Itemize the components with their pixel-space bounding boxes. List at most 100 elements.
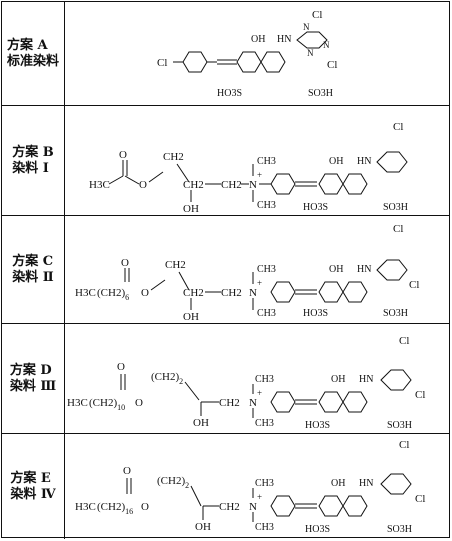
- scheme-name: 方案 C: [12, 253, 54, 269]
- atom-o: O: [117, 361, 125, 373]
- molecule-b-drawing: H3C O O CH2 CH2 OH CH2 N + CH3: [89, 121, 408, 215]
- atom-n: N: [249, 397, 257, 409]
- atom-o: O: [139, 179, 147, 191]
- dye-name: 染料 Ⅳ: [10, 486, 56, 502]
- scheme-row-c: 方案 C 染料 Ⅱ H3C (CH2)6 O O CH2 CH2 OH: [2, 216, 449, 324]
- structure-e: H3C (CH2)16 O O (CH2)2 OH CH2 N + CH3: [65, 434, 449, 539]
- atom-ho3s: HO3S: [217, 88, 242, 99]
- atom-ch2: CH2: [219, 501, 240, 513]
- atom-hn: HN: [357, 264, 371, 275]
- atom-ch2: CH2: [163, 151, 184, 163]
- scheme-row-e: 方案 E 染料 Ⅳ H3C (CH2)16 O O (CH2)2 OH: [2, 434, 449, 539]
- dye-name: 染料 Ⅱ: [12, 269, 54, 285]
- atom-ch3: CH3: [257, 264, 276, 275]
- spacer-chain: (CH2)2: [157, 475, 189, 490]
- atom-cl-top: Cl: [399, 335, 409, 347]
- scheme-name: 方案 A: [6, 37, 48, 53]
- atom-h3c: H3C: [75, 287, 96, 299]
- atom-plus: +: [257, 388, 262, 398]
- atom-h3c: H3C: [67, 397, 88, 409]
- atom-cl-top: Cl: [393, 223, 403, 235]
- atom-oh: OH: [329, 156, 343, 167]
- scheme-name: 方案 B: [12, 144, 54, 160]
- atom-o: O: [121, 257, 129, 269]
- atom-so3h: SO3H: [387, 524, 412, 535]
- atom-n: N: [303, 22, 310, 32]
- atom-cl-left: Cl: [157, 57, 167, 69]
- atom-h3c: H3C: [75, 501, 96, 513]
- atom-ch3: CH3: [255, 522, 274, 533]
- scheme-label: 方案 B 染料 Ⅰ: [12, 145, 54, 177]
- scheme-label: 方案 A 标准染料: [7, 38, 59, 70]
- atom-cl-right: Cl: [415, 389, 425, 401]
- atom-plus: +: [257, 278, 262, 288]
- scheme-row-a: 方案 A 标准染料 Cl OH HN Cl Cl N N N: [2, 2, 449, 106]
- molecule-a-drawing: Cl OH HN Cl Cl N N N HO3S SO3H: [157, 9, 337, 99]
- atom-hn: HN: [357, 156, 371, 167]
- atom-n: N: [249, 287, 257, 299]
- scheme-label-cell: 方案 A 标准染料: [2, 2, 65, 105]
- atom-o: O: [135, 397, 143, 409]
- alkyl-chain: (CH2)6: [97, 287, 129, 302]
- atom-plus: +: [257, 492, 262, 502]
- atom-ch2: CH2: [183, 287, 204, 299]
- scheme-label: 方案 C 染料 Ⅱ: [12, 254, 53, 286]
- atom-ch3: CH3: [255, 418, 274, 429]
- atom-n: N: [323, 40, 330, 50]
- scheme-name: 方案 E: [10, 470, 51, 486]
- atom-oh: OH: [183, 311, 199, 323]
- scheme-label: 方案 D 染料 Ⅲ: [10, 363, 56, 395]
- atom-o: O: [123, 465, 131, 477]
- molecule-d-drawing: H3C (CH2)10 O O (CH2)2 OH CH2 N + CH3: [67, 335, 425, 431]
- atom-cl-right: Cl: [327, 59, 337, 71]
- atom-oh: OH: [183, 203, 199, 215]
- atom-oh: OH: [331, 478, 345, 489]
- atom-oh: OH: [251, 34, 265, 45]
- alkyl-chain: (CH2)10: [89, 397, 125, 412]
- scheme-label: 方案 E 染料 Ⅳ: [10, 471, 55, 503]
- alkyl-chain: (CH2)16: [97, 501, 133, 516]
- atom-cl-right: Cl: [415, 493, 425, 505]
- structure-d: H3C (CH2)10 O O (CH2)2 OH CH2 N + CH3: [65, 324, 449, 433]
- scheme-label-cell: 方案 C 染料 Ⅱ: [2, 216, 65, 323]
- atom-n: N: [249, 179, 257, 191]
- atom-plus: +: [257, 170, 262, 180]
- atom-cl: Cl: [393, 121, 403, 133]
- atom-ch3: CH3: [257, 200, 276, 211]
- dye-name: 染料 Ⅰ: [12, 160, 49, 176]
- atom-oh: OH: [329, 264, 343, 275]
- atom-ho3s: HO3S: [305, 524, 330, 535]
- atom-o: O: [119, 149, 127, 161]
- structure-b: H3C O O CH2 CH2 OH CH2 N + CH3: [65, 106, 449, 215]
- atom-o: O: [141, 501, 149, 513]
- atom-ch3: CH3: [255, 478, 274, 489]
- atom-oh: OH: [195, 521, 211, 533]
- atom-ch3: CH3: [257, 156, 276, 167]
- atom-n: N: [249, 501, 257, 513]
- scheme-label-cell: 方案 D 染料 Ⅲ: [2, 324, 65, 433]
- molecule-e-drawing: H3C (CH2)16 O O (CH2)2 OH CH2 N + CH3: [75, 439, 425, 535]
- atom-ch3: CH3: [257, 308, 276, 319]
- scheme-name: 方案 D: [9, 362, 52, 378]
- atom-ch2: CH2: [221, 179, 242, 191]
- atom-ch2: CH2: [165, 259, 186, 271]
- spacer-chain: (CH2)2: [151, 371, 183, 386]
- atom-so3h: SO3H: [383, 202, 408, 213]
- atom-cl-top: Cl: [399, 439, 409, 451]
- structure-a: Cl OH HN Cl Cl N N N HO3S SO3H: [65, 2, 449, 105]
- atom-h3c: H3C: [89, 179, 110, 191]
- dye-name: 标准染料: [6, 53, 59, 69]
- atom-ch3: CH3: [255, 374, 274, 385]
- atom-ho3s: HO3S: [305, 420, 330, 431]
- atom-so3h: SO3H: [308, 88, 333, 99]
- atom-ch2: CH2: [221, 287, 242, 299]
- atom-ch2: CH2: [219, 397, 240, 409]
- dye-name: 染料 Ⅲ: [9, 378, 57, 394]
- atom-n: N: [307, 48, 314, 58]
- atom-o: O: [141, 287, 149, 299]
- atom-oh: OH: [331, 374, 345, 385]
- atom-ho3s: HO3S: [303, 308, 328, 319]
- atom-ch2: CH2: [183, 179, 204, 191]
- molecule-c-drawing: H3C (CH2)6 O O CH2 CH2 OH CH2 N + CH3: [75, 223, 419, 323]
